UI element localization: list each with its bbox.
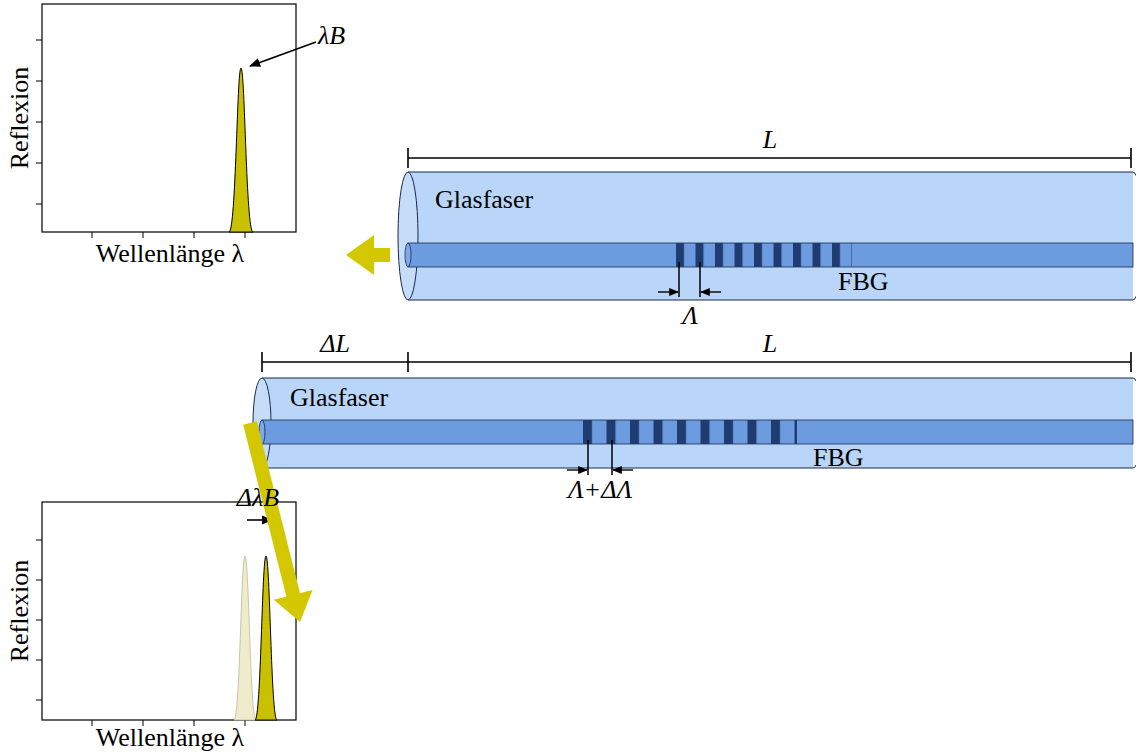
dimension-label: ΔL bbox=[318, 330, 352, 359]
period-label: Λ+ΔΛ bbox=[566, 476, 634, 505]
dimension-label: L bbox=[761, 126, 779, 155]
fiber-illustration bbox=[253, 352, 1136, 475]
grating-label: FBG bbox=[838, 268, 889, 297]
axis-label: Reflexion bbox=[6, 67, 35, 170]
axis-label: Reflexion bbox=[6, 560, 35, 663]
peak-label: λB bbox=[318, 22, 345, 51]
fiber-label: Glasfaser bbox=[435, 186, 533, 215]
reflection-plot bbox=[36, 4, 316, 238]
signal-arrow bbox=[346, 235, 390, 275]
fiber: GlasfaserFBG bbox=[398, 172, 1133, 300]
period-label: Λ bbox=[680, 302, 700, 331]
reflection-plot: ReflexionWellenlänge λ λB bbox=[0, 0, 346, 272]
signal-arrow bbox=[250, 423, 313, 622]
shift-label: ΔλB bbox=[237, 484, 279, 513]
dimension-label: L bbox=[761, 330, 779, 359]
reflection-plot bbox=[36, 502, 296, 726]
axis-label: Wellenlänge λ bbox=[96, 240, 244, 269]
fiber-illustration bbox=[398, 148, 1136, 300]
axis-label: Wellenlänge λ bbox=[96, 724, 244, 753]
grating-label: FBG bbox=[813, 444, 864, 473]
fiber-label: Glasfaser bbox=[290, 384, 388, 413]
fiber: GlasfaserFBG bbox=[250, 378, 1133, 468]
reflection-plot: ReflexionWellenlänge λΔλB bbox=[0, 488, 300, 756]
